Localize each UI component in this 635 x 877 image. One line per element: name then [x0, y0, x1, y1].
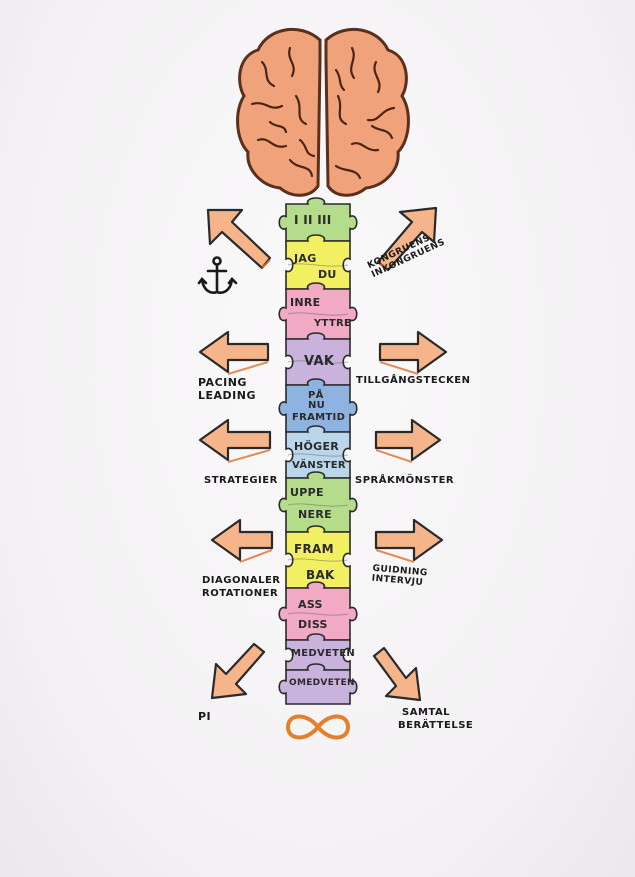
label-rotationer: ROTATIONER	[202, 588, 279, 599]
piece-text-omedveten: OMEDVETEN	[289, 678, 355, 688]
piece-text-yttre: YTTRE	[314, 318, 352, 329]
puzzle-piece-crease	[287, 503, 349, 507]
piece-text-pa: PÅ	[308, 390, 324, 401]
infinity-icon	[285, 714, 351, 740]
label-pacing: PACING	[198, 376, 247, 389]
brain-icon	[236, 27, 410, 197]
puzzle-piece	[278, 282, 358, 340]
puzzle-column	[278, 197, 358, 705]
puzzle-piece-crease	[287, 263, 349, 267]
arrow-icon	[198, 206, 448, 702]
label-leading: LEADING	[198, 389, 256, 402]
puzzle-piece	[278, 197, 358, 242]
puzzle-piece	[285, 633, 351, 671]
label-sprakmonster: SPRÅKMÖNSTER	[355, 475, 455, 486]
piece-text-inre: INRE	[290, 296, 321, 309]
puzzle-piece-crease	[287, 453, 349, 457]
piece-text-diss: DISS	[298, 618, 328, 631]
piece-text-vanster: VÄNSTER	[292, 460, 346, 471]
piece-text-vak: VAK	[304, 354, 335, 369]
puzzle-piece	[285, 332, 351, 386]
puzzle-piece	[285, 425, 351, 479]
piece-text-nu: NU	[308, 400, 326, 411]
piece-text-roman: I II III	[294, 213, 332, 227]
puzzle-piece-crease	[287, 312, 349, 316]
puzzle-piece-crease	[287, 558, 349, 562]
puzzle-piece	[278, 581, 358, 641]
label-samtal-berattelse: SAMTAL BERÄTTELSE	[398, 706, 473, 732]
piece-text-hoger: HÖGER	[294, 440, 340, 453]
label-diagonaler-rotationer: DIAGONALER ROTATIONER	[202, 574, 280, 600]
piece-text-jag: JAG	[294, 252, 317, 265]
puzzle-piece	[285, 234, 351, 290]
piece-text-fram: FRAM	[294, 542, 334, 556]
label-strategier: STRATEGIER	[204, 475, 278, 486]
label-tillgangstecken: TILLGÅNGSTECKEN	[356, 375, 471, 386]
label-berattelse: BERÄTTELSE	[398, 720, 474, 731]
label-diagonaler: DIAGONALER	[202, 575, 281, 586]
piece-text-framtid: FRAMTID	[292, 412, 346, 423]
piece-text-ass: ASS	[298, 598, 323, 611]
piece-text-du: DU	[318, 268, 337, 281]
label-pi: PI	[198, 710, 212, 723]
piece-text-medveten: MEDVETEN	[291, 648, 356, 659]
puzzle-piece	[285, 525, 351, 589]
piece-text-uppe: UPPE	[290, 486, 324, 499]
puzzle-piece-crease	[287, 612, 349, 616]
piece-text-nere: NERE	[298, 508, 332, 521]
piece-text-bak: BAK	[306, 568, 335, 582]
label-pacing-leading: PACING LEADING	[198, 376, 256, 402]
puzzle-piece	[278, 378, 358, 433]
puzzle-piece	[278, 471, 358, 533]
label-samtal: SAMTAL	[402, 707, 451, 718]
puzzle-piece-crease	[287, 360, 349, 364]
anchor-icon	[197, 256, 238, 294]
puzzle-piece	[278, 663, 358, 705]
